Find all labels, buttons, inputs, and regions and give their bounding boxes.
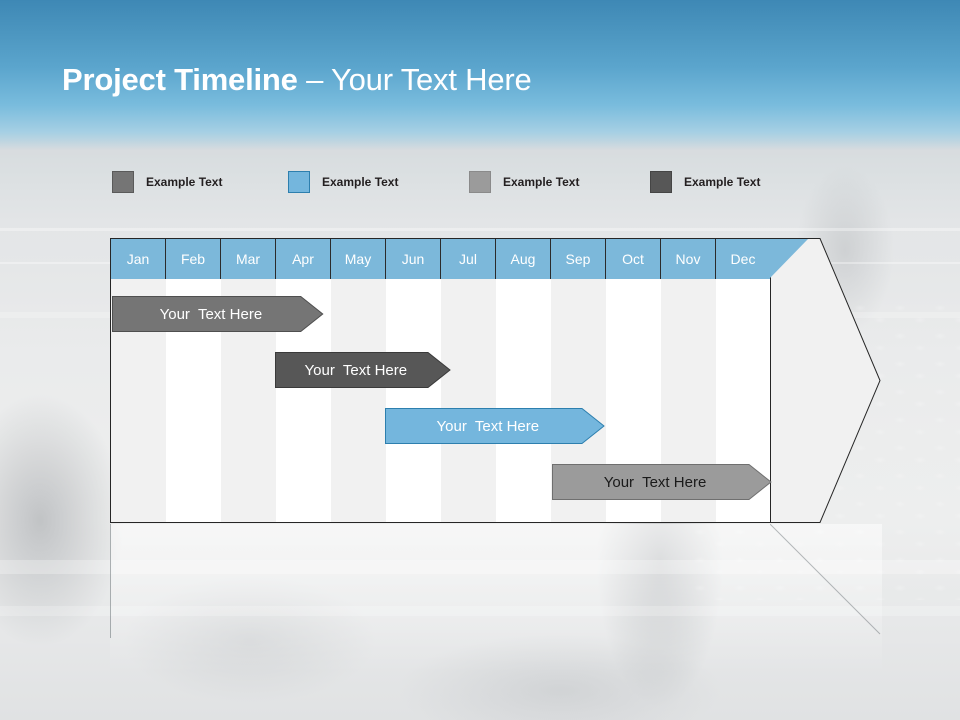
month-header-oct[interactable]: Oct bbox=[606, 239, 661, 279]
month-header-dec[interactable]: Dec bbox=[716, 239, 771, 279]
task-bar-shape bbox=[384, 408, 605, 444]
task-bar-shape bbox=[112, 296, 324, 332]
page-title-strong: Project Timeline bbox=[62, 62, 298, 97]
month-header-feb[interactable]: Feb bbox=[166, 239, 221, 279]
page-title-light: – Your Text Here bbox=[297, 62, 532, 97]
chart-arrow-head bbox=[770, 238, 882, 523]
month-header-jan[interactable]: Jan bbox=[111, 239, 166, 279]
legend-swatch-icon bbox=[469, 171, 491, 193]
column-stripe bbox=[221, 239, 276, 522]
legend-item-2: Example Text bbox=[469, 170, 579, 194]
legend-swatch-icon bbox=[288, 171, 310, 193]
photo-streak bbox=[0, 228, 960, 231]
legend: Example Text Example Text Example Text Exam… bbox=[112, 170, 872, 194]
task-bar-2[interactable]: Your Text Here bbox=[384, 408, 605, 444]
task-bar-label: Your Text Here bbox=[603, 473, 707, 491]
task-bar-3[interactable]: Your Text Here bbox=[552, 464, 772, 500]
month-header-apr[interactable]: Apr bbox=[276, 239, 331, 279]
legend-swatch-icon bbox=[112, 171, 134, 193]
legend-item-label: Example Text bbox=[146, 175, 223, 189]
page-title: Project Timeline – Your Text Here bbox=[62, 58, 532, 102]
legend-item-label: Example Text bbox=[503, 175, 580, 189]
task-bar-0[interactable]: Your Text Here bbox=[112, 296, 324, 332]
task-bar-label: Your Text Here bbox=[159, 305, 263, 323]
legend-item-label: Example Text bbox=[322, 175, 399, 189]
month-header-sep[interactable]: Sep bbox=[551, 239, 606, 279]
chart-reflection-edge bbox=[110, 524, 111, 638]
legend-item-1: Example Text bbox=[288, 170, 398, 194]
month-header-nov[interactable]: Nov bbox=[661, 239, 716, 279]
legend-swatch-icon bbox=[650, 171, 672, 193]
task-bar-1[interactable]: Your Text Here bbox=[274, 352, 451, 388]
month-header-jul[interactable]: Jul bbox=[441, 239, 496, 279]
month-header-mar[interactable]: Mar bbox=[221, 239, 276, 279]
task-bar-shape bbox=[274, 352, 451, 388]
chart-reflection-arrow bbox=[769, 523, 884, 642]
month-header-jun[interactable]: Jun bbox=[386, 239, 441, 279]
column-stripe bbox=[111, 239, 166, 522]
legend-item-0: Example Text bbox=[112, 170, 222, 194]
header-band bbox=[0, 0, 960, 150]
month-header-aug[interactable]: Aug bbox=[496, 239, 551, 279]
task-bar-label: Your Text Here bbox=[304, 361, 408, 379]
month-header-may[interactable]: May bbox=[331, 239, 386, 279]
column-stripe bbox=[441, 239, 496, 522]
legend-item-label: Example Text bbox=[684, 175, 761, 189]
task-bar-label: Your Text Here bbox=[436, 417, 540, 435]
legend-item-3: Example Text bbox=[650, 170, 760, 194]
task-bar-shape bbox=[552, 464, 772, 500]
